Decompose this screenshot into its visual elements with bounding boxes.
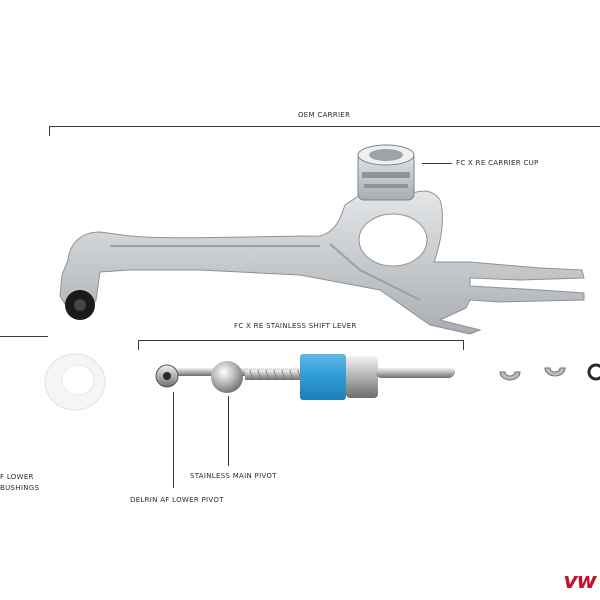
shift-lever-bracket-top	[138, 340, 464, 341]
oem-carrier-bracket-left	[49, 126, 50, 136]
main-pivot-leader	[228, 396, 229, 466]
oem-carrier-part	[59, 190, 585, 335]
lower-pivot-label: DELRIN AF LOWER PIVOT	[130, 496, 224, 504]
lower-bushings-label-line2: BUSHINGS	[0, 484, 40, 492]
shift-lever-bracket-right	[463, 340, 464, 350]
retaining-clips-part	[499, 363, 600, 381]
carrier-cup-leader	[422, 163, 452, 164]
carrier-cup-part	[357, 144, 415, 201]
carrier-cup-label: FC X RE CARRIER CUP	[456, 159, 539, 167]
lower-pivot-leader	[173, 392, 174, 488]
shift-lever-bracket-left	[138, 340, 139, 350]
main-pivot-label: STAINLESS MAIN PIVOT	[190, 472, 277, 480]
shift-lever-label: FC X RE STAINLESS SHIFT LEVER	[234, 322, 357, 330]
carrier-bushing-leader	[0, 336, 48, 337]
oem-carrier-label: OEM CARRIER	[298, 111, 351, 119]
shift-lever-part	[155, 354, 455, 400]
oem-carrier-bracket-top	[49, 126, 600, 127]
lower-bushings-label-line1: F LOWER	[0, 473, 34, 481]
delrin-bushings-part	[44, 353, 106, 411]
brand-logo: vw	[563, 569, 597, 594]
